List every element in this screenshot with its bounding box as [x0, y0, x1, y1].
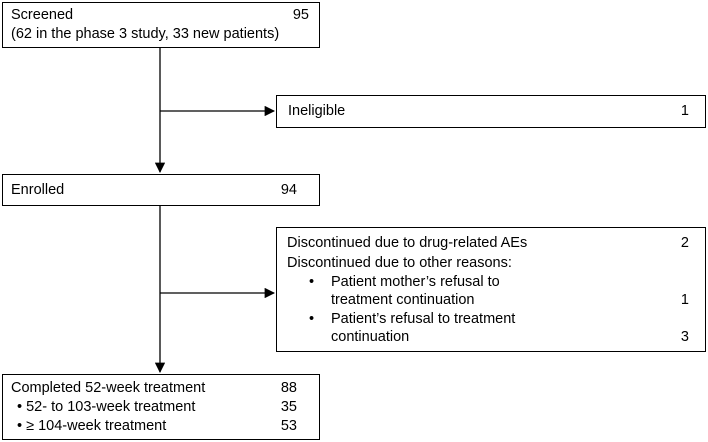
discontinued-drug-ae-label: Discontinued due to drug-related AEs [287, 235, 528, 251]
completed-box: Completed 52-week treatment 88 • 52- to … [2, 374, 320, 440]
enrolled-count: 94 [280, 182, 297, 198]
enrolled-box: Enrolled 94 [2, 174, 320, 206]
ineligible-box: Ineligible 1 [276, 95, 706, 128]
enrolled-label: Enrolled [11, 182, 65, 198]
completed-label: Completed 52-week treatment [11, 380, 206, 396]
completed-item-count: 35 [280, 399, 297, 415]
completed-item-label: • ≥ 104-week treatment [17, 418, 167, 434]
discontinued-item-line1: Patient’s refusal to treatment [331, 311, 516, 327]
discontinued-other-label: Discontinued due to other reasons: [287, 255, 512, 271]
ineligible-label: Ineligible [288, 103, 346, 119]
discontinued-item-line2: continuation [331, 329, 410, 345]
discontinued-drug-ae-count: 2 [680, 235, 689, 251]
completed-count: 88 [280, 380, 297, 396]
completed-item-label: • 52- to 103-week treatment [17, 399, 196, 415]
discontinued-item-bullet: • [309, 311, 315, 327]
screened-box: Screened 95 (62 in the phase 3 study, 33… [2, 2, 320, 48]
discontinued-item-line1: Patient mother’s refusal to [331, 274, 500, 290]
screened-count: 95 [292, 7, 309, 23]
screened-detail: (62 in the phase 3 study, 33 new patient… [11, 26, 280, 42]
discontinued-box: Discontinued due to drug-related AEs 2 D… [276, 227, 706, 352]
screened-label: Screened [11, 7, 74, 23]
completed-item-count: 53 [280, 418, 297, 434]
discontinued-item-count: 1 [680, 292, 689, 308]
ineligible-count: 1 [680, 103, 689, 119]
discontinued-item-line2: treatment continuation [331, 292, 475, 308]
discontinued-item-count: 3 [680, 329, 689, 345]
discontinued-item-bullet: • [309, 274, 315, 290]
